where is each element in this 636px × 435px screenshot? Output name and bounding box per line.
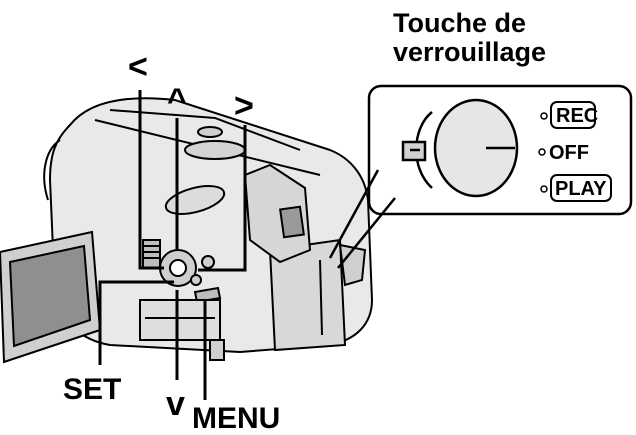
camcorder-illustration bbox=[43, 97, 374, 361]
lock-key-title-line2: verrouillage bbox=[393, 37, 546, 67]
set-label: SET bbox=[63, 373, 121, 406]
mode-labels: REC OFF PLAY bbox=[538, 101, 612, 202]
left-leader bbox=[138, 90, 164, 270]
play-label: PLAY bbox=[555, 178, 607, 200]
right-leader bbox=[198, 125, 247, 272]
lock-key-title-line1: Touche de bbox=[393, 8, 526, 38]
rec-dot bbox=[540, 112, 548, 120]
set-leader bbox=[98, 280, 174, 365]
off-label: OFF bbox=[549, 142, 589, 164]
leader-lines bbox=[98, 90, 247, 400]
play-frame bbox=[550, 174, 612, 202]
lcd-screen bbox=[0, 230, 102, 364]
right-arrow-label: > bbox=[234, 87, 254, 125]
up-arrow-label: ^ bbox=[167, 82, 187, 120]
down-arrow-label: v bbox=[166, 385, 185, 423]
rec-label: REC bbox=[556, 105, 598, 127]
left-arrow-label: < bbox=[128, 48, 148, 86]
menu-label: MENU bbox=[192, 402, 280, 435]
rec-frame bbox=[550, 101, 596, 129]
off-dot bbox=[538, 148, 546, 156]
play-dot bbox=[540, 185, 548, 193]
